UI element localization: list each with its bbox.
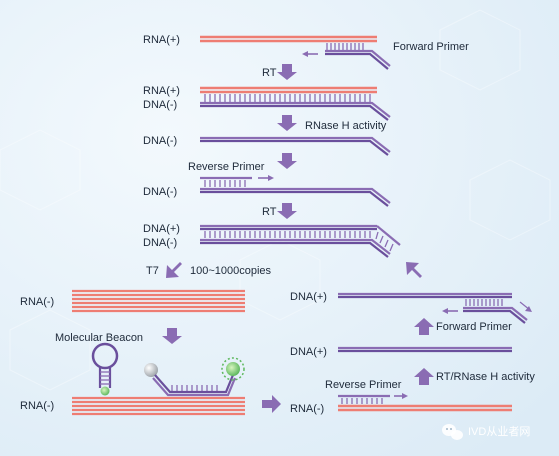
watermark: IVD从业者网 [442, 424, 530, 440]
primer-rungs [326, 43, 364, 50]
step-2-rna-dna-hybrid: RNA(+) DNA(-) [143, 85, 391, 121]
rnase-h-arrow: RNase H activity [277, 115, 387, 132]
label-molecular-beacon: Molecular Beacon [55, 332, 143, 344]
rt-arrow-2: RT [262, 203, 297, 219]
hybrid-rungs [204, 94, 371, 102]
right-dna-plus-forward-primer: DNA(+) [290, 291, 532, 324]
rt-arrow-1: RT [262, 64, 297, 80]
molecular-beacon-step: Molecular Beacon [55, 328, 182, 344]
down-arrow-3 [277, 153, 297, 169]
label-forward-primer-1: Forward Primer [393, 41, 469, 53]
label-rna-minus-left: RNA(-) [20, 296, 54, 308]
label-t7: T7 [146, 265, 159, 277]
step-1-rna-plus-forward-primer: RNA(+) Forward Primer [143, 34, 469, 70]
wechat-icon [442, 424, 463, 440]
dsdna-rungs [204, 231, 394, 252]
reverse-primer-rungs [204, 180, 246, 187]
right-dna-plus-strand: DNA(+) [290, 346, 512, 358]
label-dna-minus-2: DNA(-) [143, 99, 177, 111]
label-dna-plus-5: DNA(+) [143, 223, 180, 235]
beacon-open-bound [144, 357, 245, 397]
label-copies: 100~1000copies [190, 265, 272, 277]
label-dna-minus-3: DNA(-) [143, 135, 177, 147]
label-dna-plus-r1: DNA(+) [290, 291, 327, 303]
background-pattern [0, 9, 551, 391]
right-rna-minus-reverse-primer: Reverse Primer RNA(-) [290, 379, 512, 415]
label-reverse-primer-1: Reverse Primer [188, 161, 265, 173]
label-rt-2: RT [262, 206, 277, 218]
label-rna-plus-1: RNA(+) [143, 34, 180, 46]
label-rna-minus-r3: RNA(-) [290, 403, 324, 415]
step-5-double-stranded-dna: DNA(+) DNA(-) [143, 223, 401, 258]
label-dna-minus-4: DNA(-) [143, 186, 177, 198]
label-forward-primer-2: Forward Primer [436, 321, 512, 333]
fluorophore-glow [221, 357, 245, 381]
step-4-reverse-primer: Reverse Primer DNA(-) [143, 161, 391, 207]
right-arrow-bottom [262, 395, 281, 413]
label-rt-1: RT [262, 67, 277, 79]
right-reverse-primer-rungs [341, 398, 383, 404]
watermark-text: IVD从业者网 [468, 425, 530, 438]
up-arrow-forward-primer: Forward Primer [414, 318, 512, 335]
t7-arrow: T7 100~1000copies [146, 262, 272, 278]
label-rt-rnase-h-activity: RT/RNase H activity [436, 371, 535, 383]
up-arrow-rt-rnase: RT/RNase H activity [414, 368, 535, 385]
label-reverse-primer-2: Reverse Primer [325, 379, 402, 391]
quencher-ball [144, 363, 158, 377]
cycle-back-arrow [406, 262, 422, 278]
rna-minus-bottom: RNA(-) [20, 396, 245, 416]
label-rna-minus-bottom: RNA(-) [20, 400, 54, 412]
beacon-hairpin-closed [91, 342, 119, 396]
right-forward-primer-rungs [465, 299, 503, 306]
label-rnase-h-activity: RNase H activity [305, 120, 387, 132]
step-3-dna-minus: DNA(-) [143, 135, 391, 156]
label-dna-plus-r2: DNA(+) [290, 346, 327, 358]
label-dna-minus-5: DNA(-) [143, 237, 177, 249]
label-rna-plus-2: RNA(+) [143, 85, 180, 97]
rna-minus-copies: RNA(-) [20, 289, 245, 313]
